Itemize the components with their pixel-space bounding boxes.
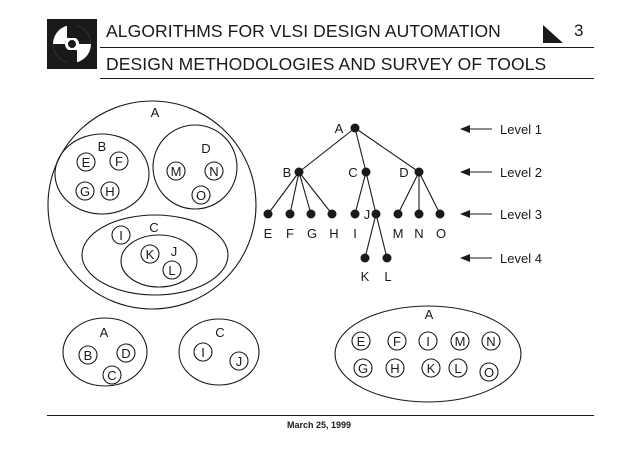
- flat-item-i: [418, 331, 438, 351]
- item-b-small: [78, 345, 98, 365]
- tree-label-a: A: [335, 121, 344, 136]
- flat-item-h: [385, 358, 405, 378]
- flat-item-l: [448, 358, 468, 378]
- venn-item-i: I: [119, 228, 123, 243]
- triangle-page-marker-icon: [543, 25, 563, 43]
- tree-label-d: D: [399, 165, 408, 180]
- partition-c-boundary: [178, 318, 260, 386]
- arrowheads: [460, 125, 470, 262]
- flat-a-item-f: F: [393, 334, 401, 349]
- item-k: [140, 244, 160, 264]
- venn-item-k: K: [146, 247, 155, 262]
- level-2-label: Level 2: [500, 165, 542, 180]
- flat-a-item-n: N: [486, 334, 495, 349]
- venn-item-n: N: [209, 164, 218, 179]
- partition-c-item-i: I: [201, 345, 205, 360]
- item-g: [75, 181, 95, 201]
- flat-item-n: [481, 331, 501, 351]
- item-e: [76, 152, 96, 172]
- tree-label-b: B: [283, 165, 292, 180]
- subtitle-divider: [100, 78, 594, 79]
- tree-label-l: L: [384, 269, 391, 284]
- level-1-label: Level 1: [500, 122, 542, 137]
- item-i: [111, 225, 131, 245]
- page-number: 3: [574, 21, 584, 40]
- venn-item-g: G: [80, 184, 90, 199]
- level-4-label: Level 4: [500, 251, 542, 266]
- venn-item-f: F: [115, 154, 123, 169]
- flat-a-label: A: [425, 307, 434, 322]
- set-b-boundary: [54, 133, 150, 215]
- venn-label-j: J: [171, 244, 178, 259]
- footer-date: March 25, 1999: [287, 420, 352, 430]
- venn-label-c: C: [149, 220, 158, 235]
- item-n: [204, 161, 224, 181]
- venn-item-e: E: [82, 155, 91, 170]
- flat-a-item-o: O: [484, 365, 494, 380]
- slide-subtitle: DESIGN METHODOLOGIES AND SURVEY OF TOOLS: [106, 54, 547, 74]
- partition-a-item-c: C: [107, 368, 116, 383]
- tree-label-g: G: [307, 226, 317, 241]
- set-a-boundary: [47, 100, 257, 310]
- tree-label-h: H: [329, 226, 338, 241]
- item-h: [100, 181, 120, 201]
- flat-a-item-e: E: [357, 334, 366, 349]
- venn-item-m: M: [171, 164, 182, 179]
- slide-title: ALGORITHMS FOR VLSI DESIGN AUTOMATION: [106, 21, 501, 41]
- flat-item-f: [387, 331, 407, 351]
- level-arrows: [464, 128, 492, 259]
- tree-label-m: M: [393, 226, 404, 241]
- item-l: [162, 260, 182, 280]
- partition-a-label: A: [100, 325, 109, 340]
- tree-label-e: E: [264, 226, 273, 241]
- footer-divider: [47, 415, 594, 416]
- partition-c-label: C: [215, 325, 224, 340]
- tree-label-f: F: [286, 226, 294, 241]
- set-d-boundary: [152, 124, 238, 210]
- level-3-label: Level 3: [500, 207, 542, 222]
- venn-item-o: O: [196, 188, 206, 203]
- partition-a-boundary: [62, 317, 148, 387]
- tree-label-n: N: [414, 226, 423, 241]
- partition-a-item-d: D: [121, 346, 130, 361]
- venn-label-d: D: [201, 141, 210, 156]
- tree-edges: [267, 127, 441, 259]
- flat-item-g: [353, 358, 373, 378]
- venn-label-b: B: [98, 139, 107, 154]
- university-emblem-icon: [47, 19, 97, 69]
- item-m: [166, 161, 186, 181]
- flat-item-o: [479, 362, 499, 382]
- tree-label-j: J: [364, 207, 371, 222]
- flat-a-boundary: [334, 305, 522, 403]
- item-o: [191, 185, 211, 205]
- flat-a-item-l: L: [454, 361, 461, 376]
- title-divider: [100, 47, 594, 48]
- tree-label-k: K: [361, 269, 370, 284]
- item-d-small: [116, 343, 136, 363]
- partition-a-item-b: B: [84, 348, 93, 363]
- item-j-small: [229, 351, 249, 371]
- flat-item-e: [351, 331, 371, 351]
- tree-label-i: I: [353, 226, 357, 241]
- venn-item-h: H: [105, 184, 114, 199]
- flat-a-item-i: I: [426, 334, 430, 349]
- flat-item-k: [421, 358, 441, 378]
- tree-nodes: [263, 123, 445, 263]
- tree-label-c: C: [348, 165, 357, 180]
- item-f: [109, 151, 129, 171]
- venn-label-a: A: [151, 105, 160, 120]
- item-i-small: [193, 342, 213, 362]
- tree-label-o: O: [436, 226, 446, 241]
- set-c-boundary: [81, 214, 229, 296]
- flat-a-item-h: H: [390, 361, 399, 376]
- partition-c-item-j: J: [236, 354, 243, 369]
- flat-a-item-k: K: [427, 361, 436, 376]
- venn-item-l: L: [168, 263, 175, 278]
- flat-a-item-g: G: [358, 361, 368, 376]
- flat-item-m: [450, 331, 470, 351]
- flat-a-item-m: M: [455, 334, 466, 349]
- set-j-boundary: [120, 234, 198, 288]
- item-c-small: [102, 365, 122, 385]
